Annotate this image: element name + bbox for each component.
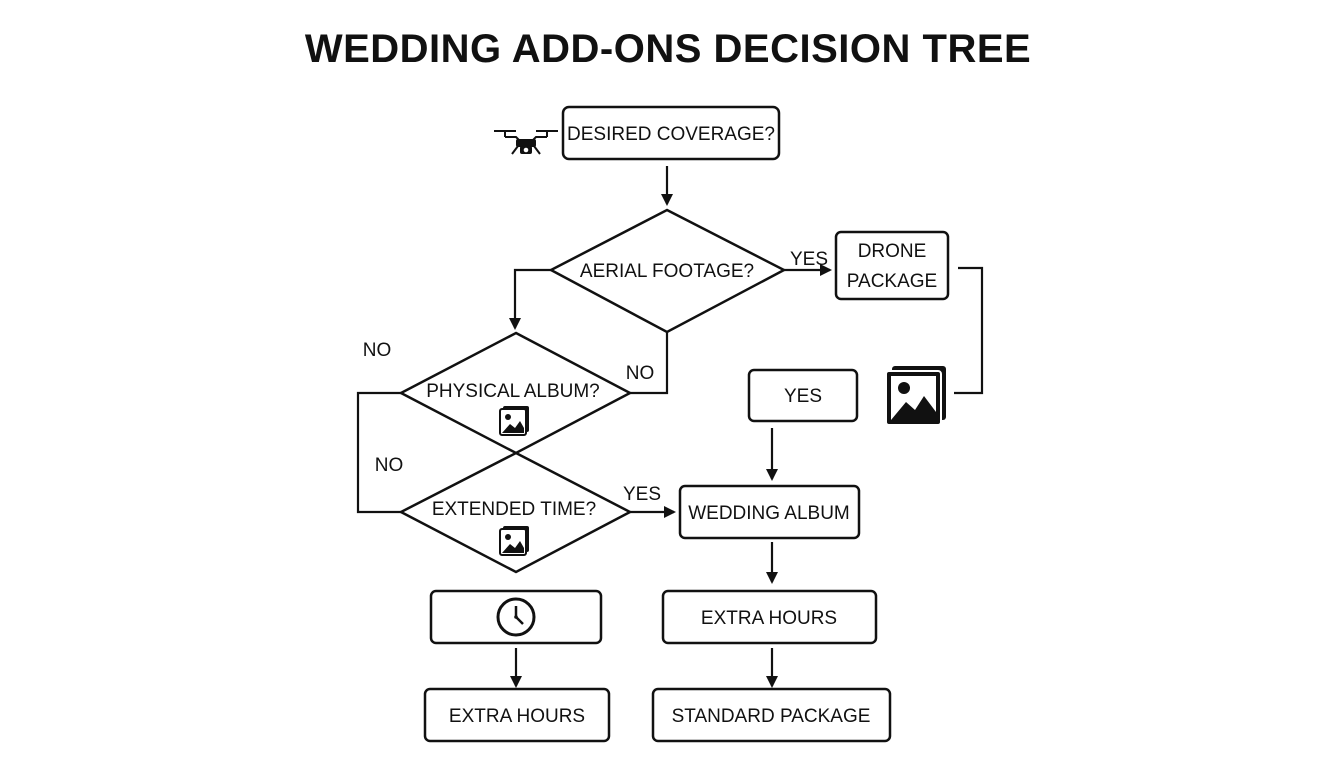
edge-label-album-no: NO [375,455,404,476]
aerial-footage-decision [548,208,787,334]
edge-label-extended-yes: YES [623,484,661,505]
drone-package-box [834,230,950,301]
photo-icon [885,366,946,426]
standard-package-box [651,687,892,743]
drone-icon [494,130,558,155]
edge-drone-to-photo [954,266,984,395]
drone-package-label-line1: DRONE [858,241,927,262]
edge-album-no [356,391,401,514]
wedding-album-label: WEDDING ALBUM [688,503,850,524]
standard-package-label: STANDARD PACKAGE [672,706,871,727]
diagram-title: WEDDING ADD-ONS DECISION TREE [305,27,1031,71]
desired-coverage-label: DESIRED COVERAGE? [567,124,775,145]
wedding-album-box [678,484,861,540]
clock-icon [496,597,536,637]
drone-package-label-line2: PACKAGE [847,271,937,292]
extra-hours-box-left [423,687,611,743]
connectors [356,166,984,688]
physical-album-label: PHYSICAL ALBUM? [426,381,600,402]
extra-hours-left-label: EXTRA HOURS [449,706,585,727]
edge-label-aerial-no-right: NO [626,363,655,384]
extended-time-label: EXTENDED TIME? [432,499,596,520]
edge-aerial-no-left [509,268,551,330]
extra-hours-box-right [661,589,878,645]
edge-label-aerial-no-left: NO [363,340,392,361]
desired-coverage-box [561,105,781,161]
extra-hours-right-label: EXTRA HOURS [701,608,837,629]
aerial-footage-label: AERIAL FOOTAGE? [580,261,754,282]
extended-time-decision [398,451,633,574]
yes-box-label: YES [784,386,822,407]
photo-icon [499,526,529,556]
yes-box [747,368,859,423]
photo-icon [499,406,529,436]
edge-aerial-no-right [630,332,669,395]
edge-label-aerial-yes: YES [790,249,828,270]
